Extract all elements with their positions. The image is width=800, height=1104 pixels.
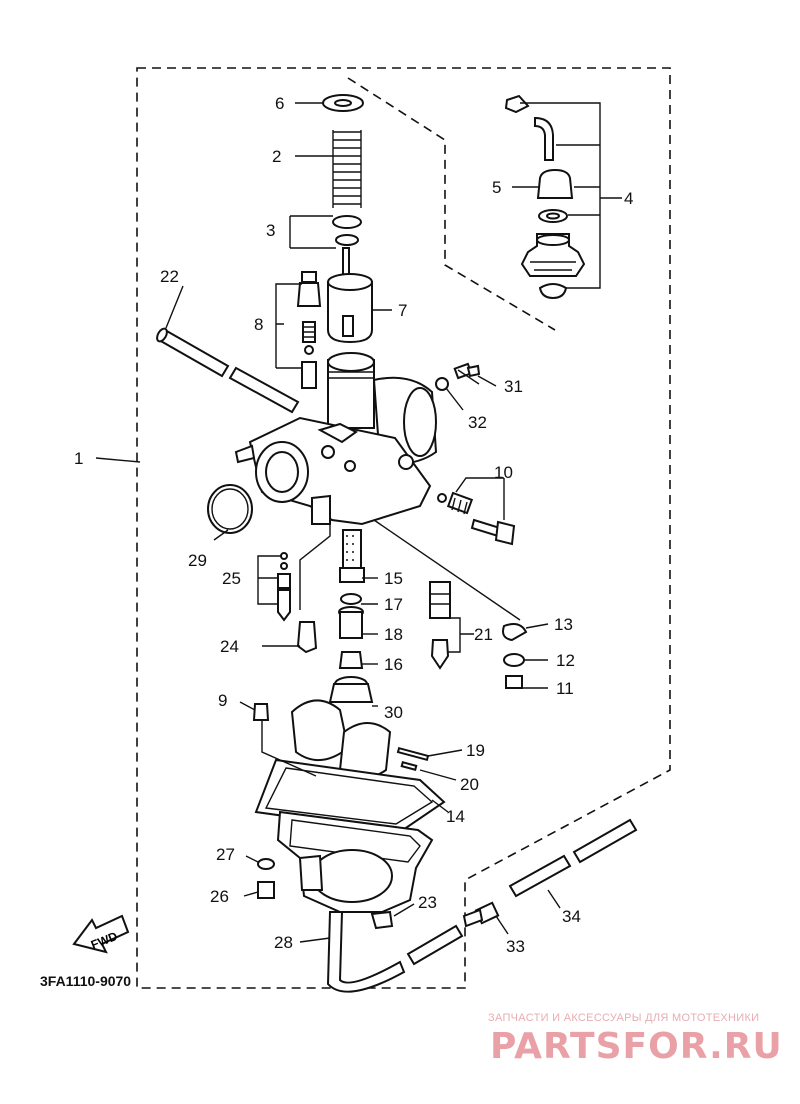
callout-5: 5 xyxy=(492,178,501,197)
part-10-stop-screw xyxy=(437,491,516,546)
part-8-pilot-screw-set xyxy=(296,271,322,389)
callout-15: 15 xyxy=(384,569,403,588)
callout-12: 12 xyxy=(556,651,575,670)
part-25-jet-parts xyxy=(277,552,291,622)
assembly-boundary xyxy=(136,67,671,989)
watermark-brand-logo: PARTSFOR.RU xyxy=(490,1026,783,1067)
callout-16: 16 xyxy=(384,655,403,674)
part-2-spring xyxy=(332,128,362,210)
part-23-drain-screw xyxy=(370,910,394,930)
float-bowl xyxy=(276,810,434,913)
callout-9: 9 xyxy=(218,691,227,710)
part-29-o-ring xyxy=(207,484,253,534)
part-20-pin xyxy=(400,761,418,771)
cap-group-link xyxy=(347,77,556,331)
part-12-washer xyxy=(503,653,525,667)
part-27-washer xyxy=(257,858,275,870)
part-33-fitting xyxy=(462,901,500,928)
part-4-cap-assembly xyxy=(504,94,586,300)
part-9-screw xyxy=(252,703,270,721)
part-21-needle-valve xyxy=(429,581,451,670)
part-11-screw xyxy=(505,675,523,689)
callout-8: 8 xyxy=(254,315,263,334)
callout-25: 25 xyxy=(222,569,241,588)
callout-31: 31 xyxy=(504,377,523,396)
callout-26: 26 xyxy=(210,887,229,906)
callout-14: 14 xyxy=(446,807,465,826)
part-30-cap xyxy=(328,676,374,703)
leader-lines xyxy=(95,102,622,943)
part-24-pilot-jet xyxy=(296,621,318,654)
callout-17: 17 xyxy=(384,595,403,614)
part-32-washer xyxy=(435,377,449,391)
carburetor-body xyxy=(234,352,438,526)
callout-22: 22 xyxy=(160,267,179,286)
callout-11: 11 xyxy=(556,679,574,698)
callout-20: 20 xyxy=(460,775,479,794)
callout-4: 4 xyxy=(624,189,633,208)
callout-28: 28 xyxy=(274,933,293,952)
part-7-throttle-valve xyxy=(327,281,373,344)
callout-10: 10 xyxy=(494,463,513,482)
callout-13: 13 xyxy=(554,615,573,634)
part-26-screw xyxy=(257,881,275,899)
callout-19: 19 xyxy=(466,741,485,760)
fwd-arrow-icon: FWD xyxy=(72,914,130,954)
callout-1: 1 xyxy=(74,449,83,468)
part-31-screw xyxy=(453,362,481,380)
callout-29: 29 xyxy=(188,551,207,570)
part-3-clip xyxy=(332,215,362,229)
watermark-tagline: ЗАПЧАСТИ И АКСЕССУАРЫ ДЛЯ МОТОТЕХНИКИ xyxy=(488,1012,760,1024)
callout-30: 30 xyxy=(384,703,403,722)
part-22-tube xyxy=(156,327,300,414)
diagram-code: 3FA1110-9070 xyxy=(40,973,131,989)
callout-23: 23 xyxy=(418,893,437,912)
float xyxy=(290,699,392,780)
part-13-clip xyxy=(502,623,528,642)
callout-21: 21 xyxy=(474,625,493,644)
callout-18: 18 xyxy=(384,625,403,644)
callout-7: 7 xyxy=(398,301,407,320)
part-28-drain-hose xyxy=(326,911,406,993)
part-16-main-jet xyxy=(338,651,364,669)
part-15-main-nozzle xyxy=(339,529,365,583)
callout-24: 24 xyxy=(220,637,239,656)
callout-2: 2 xyxy=(272,147,281,166)
callout-27: 27 xyxy=(216,845,235,864)
callout-33: 33 xyxy=(506,937,525,956)
callout-3: 3 xyxy=(266,221,275,240)
callout-labels: 1 2 3 4 5 6 7 8 9 10 11 12 13 14 15 16 1… xyxy=(74,94,633,956)
part-34-tubes xyxy=(508,818,638,898)
callout-34: 34 xyxy=(562,907,581,926)
part-19-pin xyxy=(396,746,430,762)
callout-6: 6 xyxy=(275,94,284,113)
callout-32: 32 xyxy=(468,413,487,432)
part-17-o-ring xyxy=(340,593,362,605)
part-18-holder xyxy=(338,606,364,639)
